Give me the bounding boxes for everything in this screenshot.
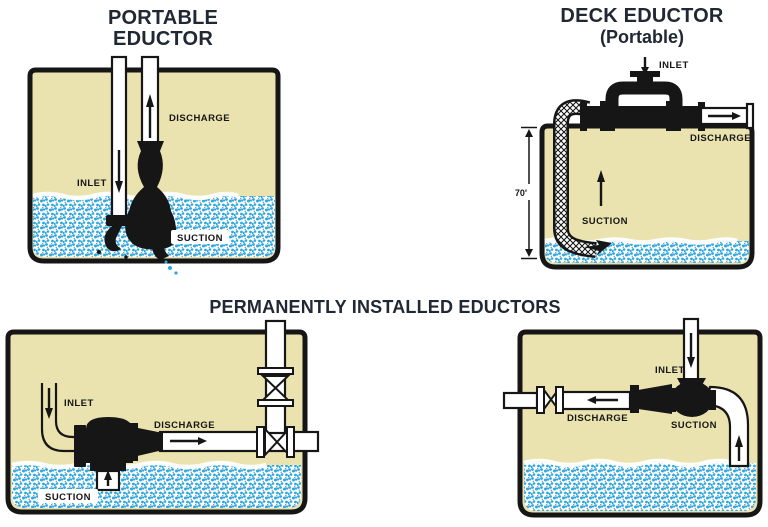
valve-flange: [257, 367, 294, 375]
discharge-right-arrow: [198, 437, 207, 445]
suction-label: SUCTION: [671, 420, 717, 431]
suction-up-arrow: [597, 170, 605, 182]
depth-dimension: 70': [515, 126, 537, 260]
eductor-top-flange: [137, 141, 164, 151]
inlet-pipe: [110, 55, 128, 221]
inlet-foot-flange: [106, 215, 139, 226]
inlet-down-arrow: [687, 357, 695, 368]
suction-flange: [90, 463, 126, 471]
manifold-bump: [666, 101, 681, 106]
discharge-label: DISCHARGE: [690, 133, 751, 144]
manifold-bump: [600, 101, 615, 106]
eductor-venturi: [137, 151, 163, 187]
deck-title-line1: DECK EDUCTOR: [560, 5, 724, 27]
discharge-valve: [536, 386, 564, 414]
suction-label-bg: [171, 230, 229, 244]
eductor-spout: [152, 245, 169, 260]
suction-label: SUCTION: [177, 233, 223, 244]
spray-drop: [168, 266, 172, 270]
hose-end-arrow: [584, 240, 612, 256]
suction-label-bg: [38, 489, 98, 503]
droplet: [124, 255, 128, 259]
suction-up-arrow: [104, 470, 112, 480]
portable-title-line1: PORTABLE: [108, 7, 218, 29]
valve-flange: [256, 426, 265, 458]
droplet: [97, 250, 101, 254]
spray-drop: [174, 271, 178, 275]
valve-flange: [257, 399, 294, 407]
riser-valve: [257, 367, 294, 407]
inlet-label: INLET: [77, 178, 107, 189]
suction-label: SUCTION: [582, 216, 628, 227]
discharge-label: DISCHARGE: [154, 420, 215, 431]
nozzle: [133, 427, 163, 457]
inlet-foot-curl: [104, 226, 122, 252]
valve-flange: [286, 426, 295, 458]
inlet-elbow-inner: [54, 383, 75, 439]
discharge-label: DISCHARGE: [567, 413, 628, 424]
waterline: [523, 458, 735, 468]
inlet-label: INLET: [64, 398, 94, 409]
inlet-down-arrow: [641, 67, 649, 75]
overboard-valve: [256, 426, 295, 458]
portable-title-line2: EDUCTOR: [113, 28, 213, 50]
waterline: [11, 460, 267, 470]
deck-eductor-diagram: DECK EDUCTOR (Portable) 70': [515, 5, 755, 270]
permanent-title: PERMANENTLY INSTALLED EDUCTORS: [209, 297, 560, 317]
eductor-body: [74, 417, 163, 471]
portable-eductor-diagram: PORTABLE EDUCTOR DISCHARGE INLET: [27, 7, 281, 275]
dim-arrow-up: [525, 129, 533, 137]
permanent-right-diagram: INLET SUCTION DISCHARGE: [502, 317, 763, 518]
water: [524, 461, 756, 511]
body-bump: [709, 390, 716, 410]
inlet-label: INLET: [659, 60, 689, 71]
body-dome: [86, 417, 133, 463]
overboard-stub: [502, 391, 539, 410]
deck-title-line2: (Portable): [600, 27, 684, 47]
eductor-body: [630, 378, 716, 417]
inlet-down-arrow: [45, 408, 53, 419]
discharge-label: DISCHARGE: [169, 113, 230, 124]
manifold-bump: [666, 127, 681, 131]
inlet-down-arrow: [115, 181, 123, 193]
body-flange: [74, 425, 86, 467]
nozzle-flange: [630, 385, 639, 413]
suction-hose: [555, 101, 597, 256]
body-dome: [671, 381, 713, 417]
depth-label: 70': [515, 188, 527, 198]
suction-label: SUCTION: [45, 492, 91, 503]
valve-disc: [260, 375, 291, 390]
manifold-flange-left: [580, 102, 587, 131]
discharge-left-arrow: [587, 396, 596, 404]
manifold-bump: [600, 127, 615, 131]
inlet-elbow-outer: [40, 383, 75, 453]
valve-flange: [555, 386, 564, 414]
suction-up-arrow: [735, 435, 743, 447]
nozzle: [638, 384, 672, 414]
discharge-right-arrow: [732, 112, 741, 120]
deck-manifold: [580, 71, 705, 131]
dim-arrow-down: [525, 249, 533, 257]
valve-flange: [536, 386, 545, 414]
discharge-up-arrow: [146, 94, 154, 107]
spray-drop: [164, 260, 168, 264]
manifold-pipe: [585, 106, 701, 127]
discharge-flange: [745, 102, 755, 130]
inlet-stub: [637, 75, 653, 89]
permanent-left-diagram: INLET SUCTION DISCHARGE: [5, 319, 320, 515]
eductor-bell: [129, 187, 171, 211]
inlet-label: INLET: [655, 365, 685, 376]
eductor-body: [97, 141, 178, 275]
